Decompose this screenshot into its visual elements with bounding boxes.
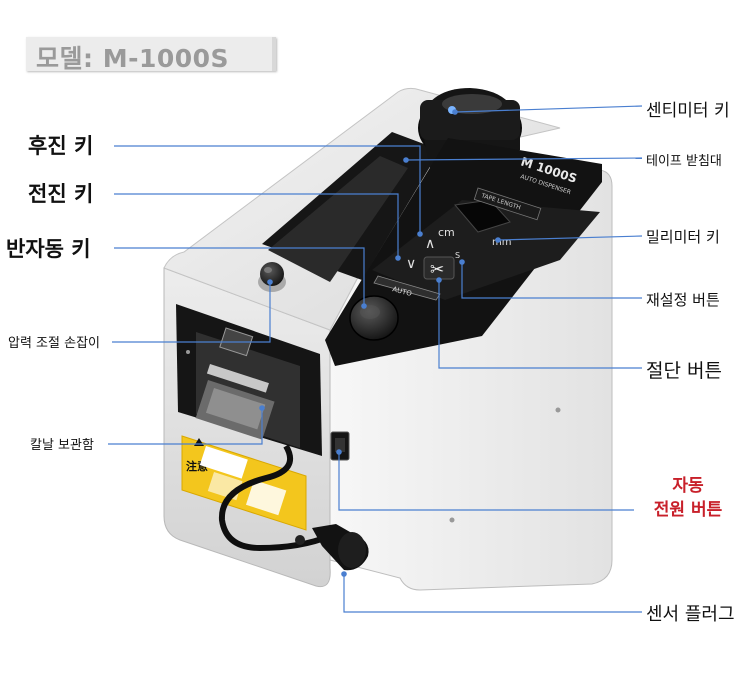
auto-power-callout-line1: 자동 <box>672 476 704 496</box>
model-label-box: 모델: M-1000S <box>26 37 276 73</box>
forward-key-leader <box>114 193 399 258</box>
tape-holder-leader <box>405 157 643 161</box>
forward-arrow-icon: ∨ <box>406 256 416 272</box>
scissors-icon: ✂ <box>430 260 444 280</box>
reverse-key-callout: 후진 키 <box>28 134 94 158</box>
reset-button-callout: 재설정 버튼 <box>646 291 720 309</box>
auto-power-callout-line2: 전원 버튼 <box>653 500 723 520</box>
auto-power-leader <box>338 452 634 511</box>
auto-power-callout: 자동 전원 버튼 <box>638 474 738 522</box>
forward-key-callout: 전진 키 <box>28 182 94 206</box>
reset-button-leader <box>461 262 642 299</box>
mm-key-label: mm <box>492 237 511 248</box>
tape-holder-callout: 테이프 받침대 <box>646 154 722 169</box>
cm-key-label: cm <box>438 226 455 239</box>
model-label: 모델: M-1000S <box>36 44 230 73</box>
cut-button-leader <box>438 280 642 369</box>
semi-auto-key-callout: 반자동 키 <box>6 237 91 261</box>
blade-storage-leader <box>108 408 263 445</box>
cut-button-callout: 절단 버튼 <box>646 360 722 382</box>
sensor-plug-callout: 센서 플러그 <box>646 604 735 625</box>
cm-key-leader <box>454 105 643 113</box>
cm-key-callout: 센티미터 키 <box>646 101 730 121</box>
reverse-arrow-icon: ∧ <box>425 236 435 252</box>
reverse-key-leader <box>114 145 421 234</box>
mm-key-leader <box>497 235 643 241</box>
pressure-knob-leader <box>112 282 271 343</box>
pressure-knob-callout: 압력 조절 손잡이 <box>8 336 100 351</box>
semi-auto-leader <box>114 247 365 306</box>
sensor-plug-leader <box>343 574 642 613</box>
blade-storage-callout: 칼날 보관함 <box>30 438 94 453</box>
mm-key-callout: 밀리미터 키 <box>646 228 720 246</box>
s-key-label: S <box>455 251 460 260</box>
